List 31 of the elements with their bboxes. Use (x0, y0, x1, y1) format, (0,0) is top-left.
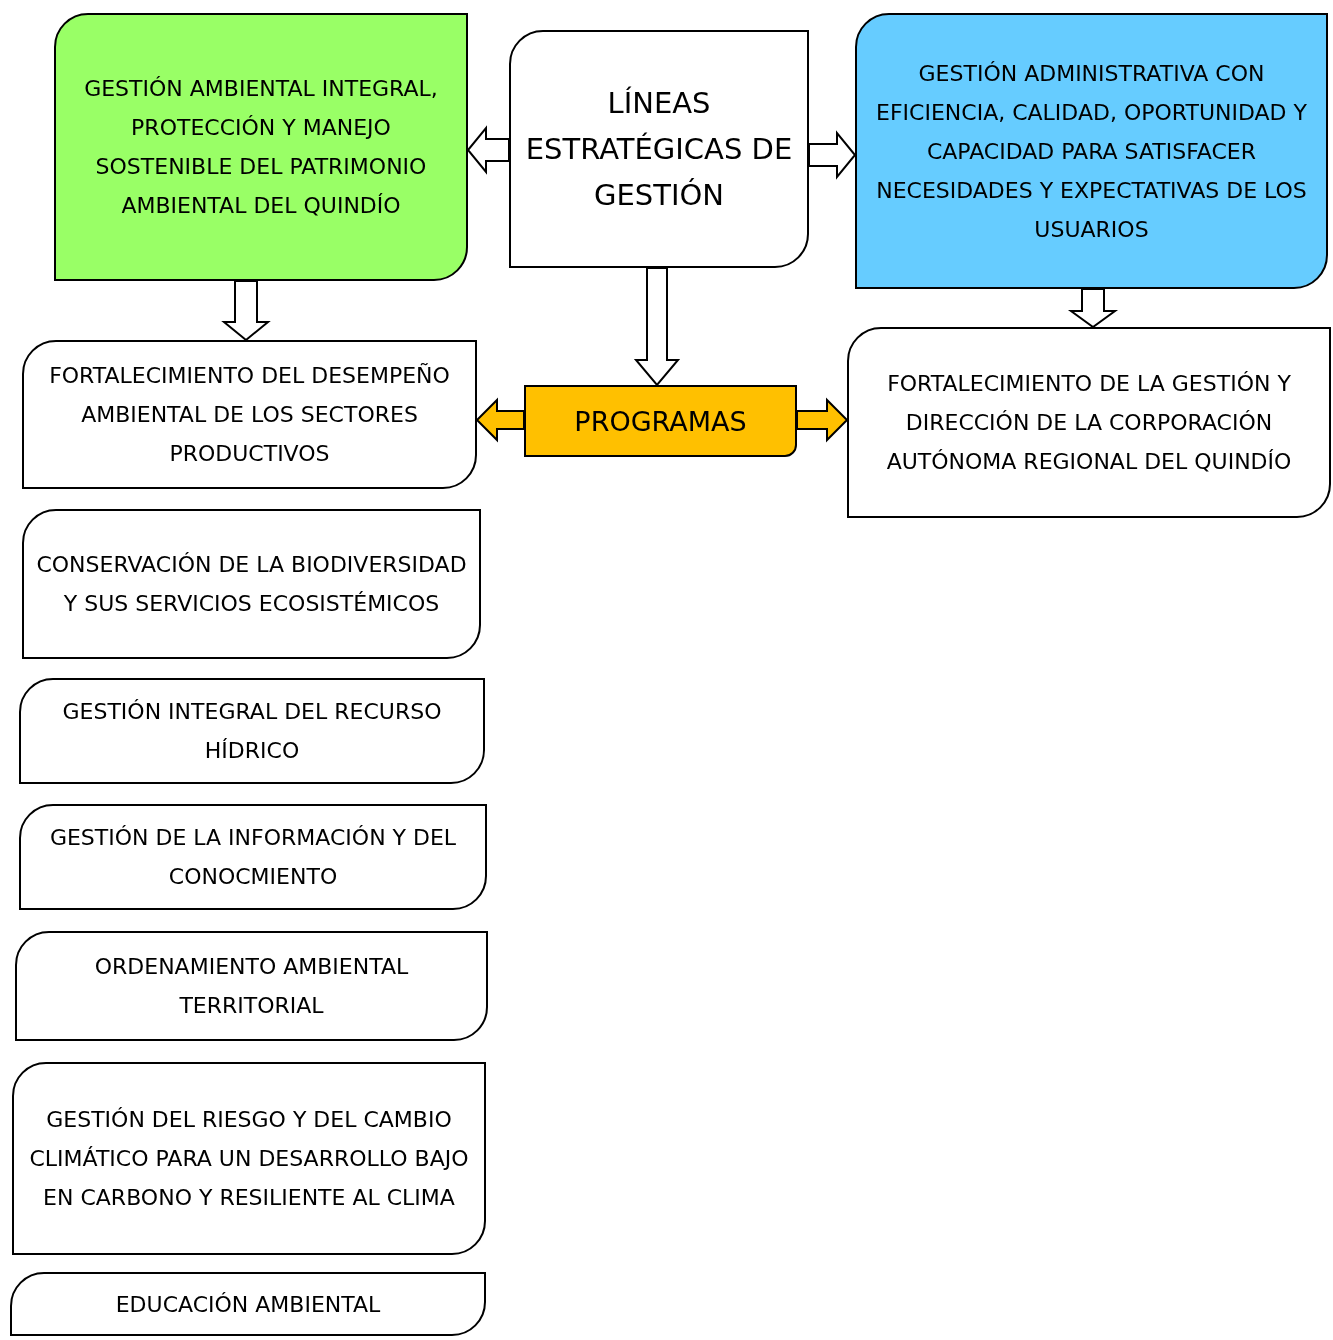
process-box (22, 340, 477, 489)
process-box (847, 327, 1331, 518)
node-text: GESTIÓN DE LA INFORMACIÓN Y DEL CONOCMIENTO (48, 824, 458, 891)
node-text: ORDENAMIENTO AMBIENTAL TERRITORIAL (93, 953, 410, 1020)
block-arrow (475, 397, 525, 443)
block-arrow (1067, 288, 1119, 329)
process-box (524, 385, 797, 457)
block-arrow (808, 130, 857, 180)
node-text: FORTALECIMIENTO DE LA GESTIÓN Y DIRECCIÓN DE LA CORPORACIÓN AUTÓNOMA REGIONAL DEL QUINDÍO (885, 370, 1293, 476)
process-box (19, 678, 485, 784)
process-box (54, 13, 468, 281)
process-box (10, 1272, 486, 1336)
node-text: GESTIÓN AMBIENTAL INTEGRAL, PROTECCIÓN Y MANEJO SOSTENIBLE DEL PATRIMONIO AMBIENTAL DEL QUINDÍO (83, 75, 439, 220)
node-text: LÍNEAS ESTRATÉGICAS DE GESTIÓN (524, 85, 794, 214)
node-text: GESTIÓN DEL RIESGO Y DEL CAMBIO CLIMÁTICO PARA UN DESARROLLO BAJO EN CARBONO Y RESILIENTE AL CLIMA (28, 1106, 470, 1212)
node-text: PROGRAMAS (573, 404, 748, 439)
node-text: CONSERVACIÓN DE LA BIODIVERSIDAD Y SUS SERVICIOS ECOSISTÉMICOS (35, 551, 468, 618)
block-arrow (796, 397, 849, 443)
node-text: GESTIÓN INTEGRAL DEL RECURSO HÍDRICO (61, 698, 443, 765)
process-box (19, 804, 487, 910)
process-box (12, 1062, 486, 1255)
process-box (509, 30, 809, 268)
process-box (855, 13, 1328, 289)
node-text: EDUCACIÓN AMBIENTAL (114, 1290, 382, 1319)
block-arrow (466, 125, 510, 175)
node-text: FORTALECIMIENTO DEL DESEMPEÑO AMBIENTAL DE LOS SECTORES PRODUCTIVOS (48, 362, 451, 468)
block-arrow (221, 280, 271, 342)
process-box (22, 509, 481, 659)
block-arrow (633, 267, 681, 387)
process-box (15, 931, 488, 1041)
node-text: GESTIÓN ADMINISTRATIVA CON EFICIENCIA, CALIDAD, OPORTUNIDAD Y CAPACIDAD PARA SATISFACER NECESIDADES Y EXPECTATIVAS DE LOS USUARIOS (875, 59, 1308, 244)
